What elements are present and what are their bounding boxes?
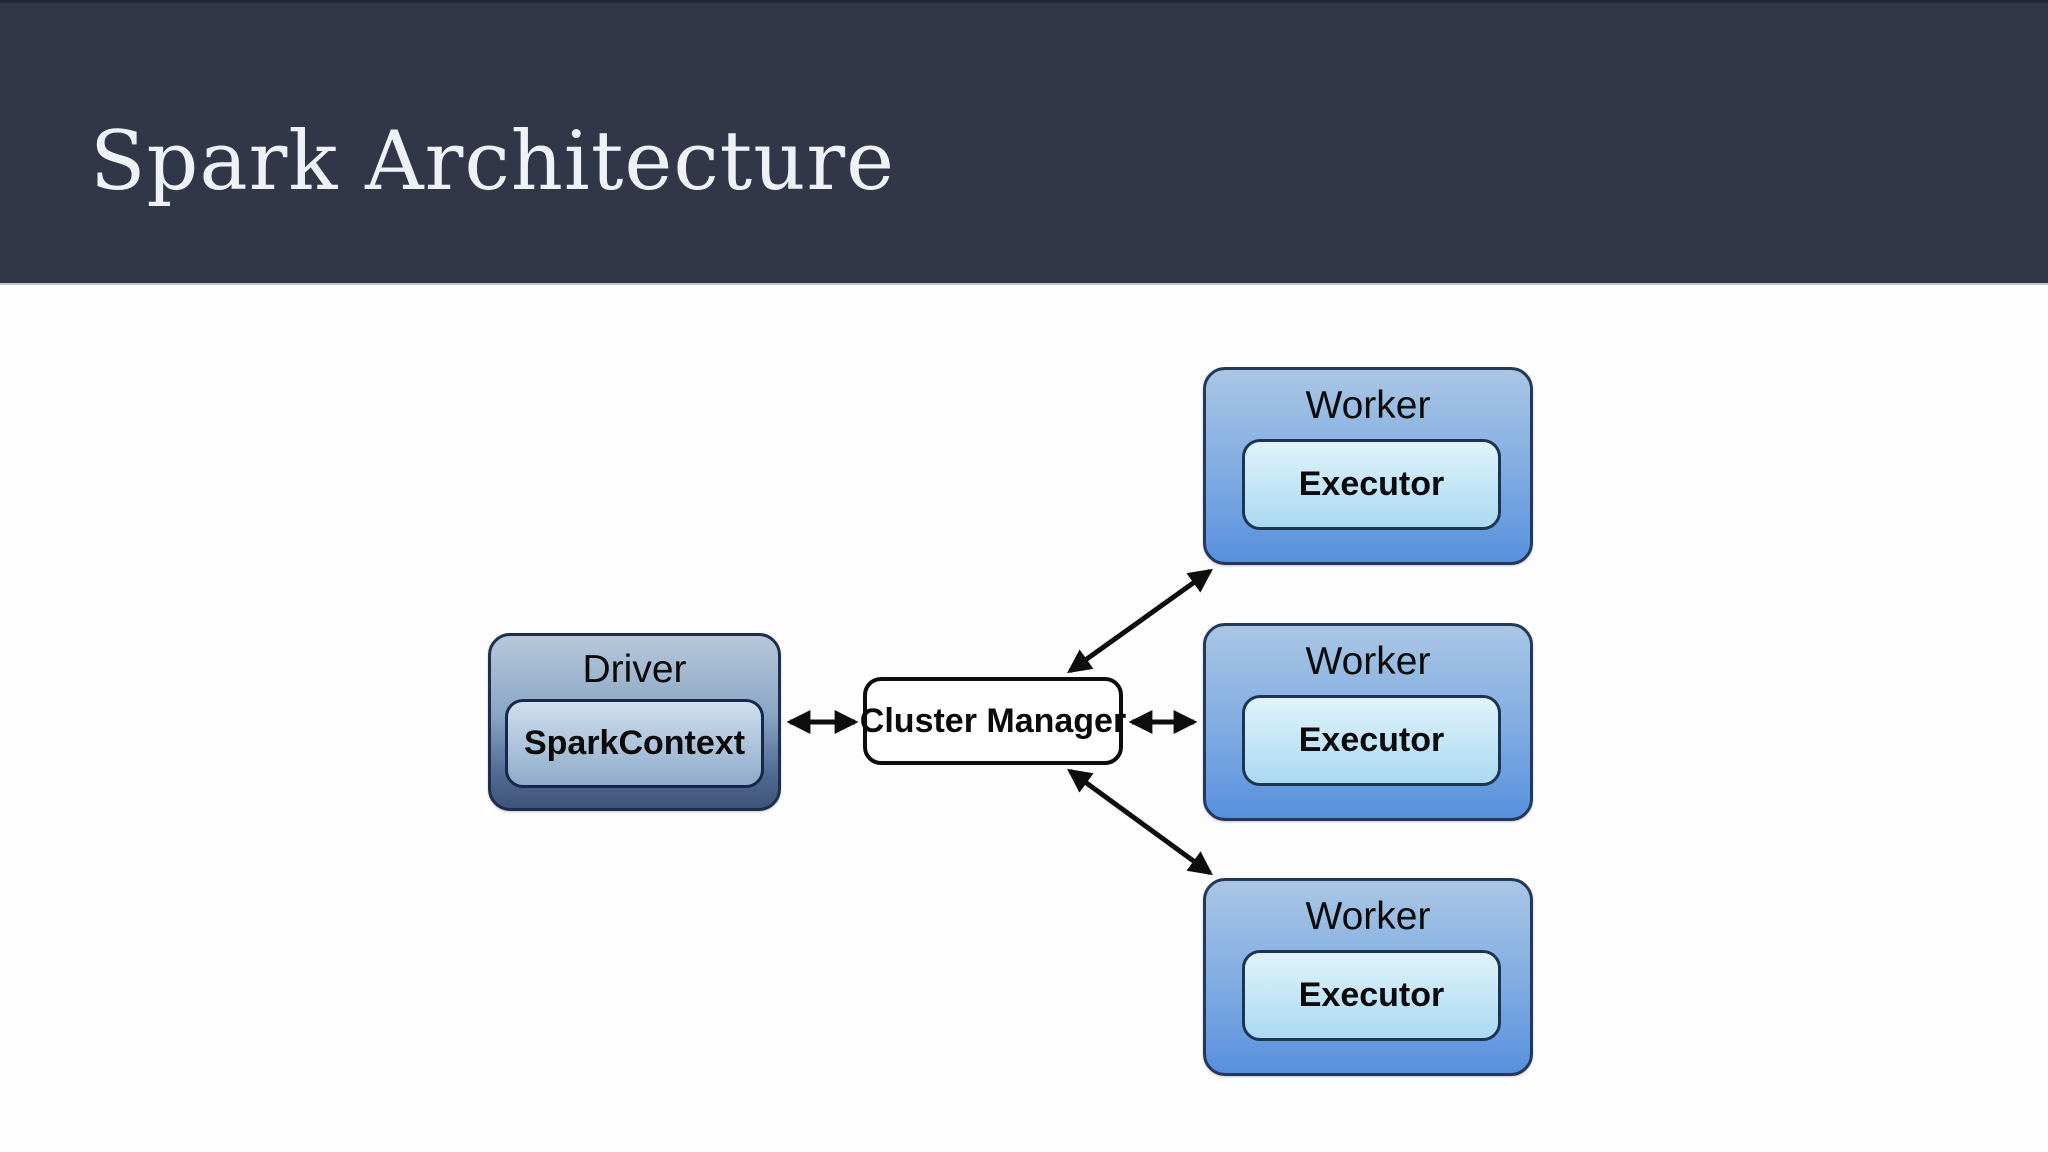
executor-label-1: Executor [1298, 465, 1445, 503]
driver-box: Driver SparkContext [488, 633, 781, 811]
executor-box-1: Executor [1242, 439, 1501, 530]
cluster-manager-label: Cluster Manager [859, 701, 1127, 740]
slide-header: Spark Architecture [0, 0, 2048, 285]
worker-box-3: Worker Executor [1203, 878, 1533, 1076]
sparkcontext-label: SparkContext [523, 724, 746, 762]
arrow-cluster-manager-worker-1 [1067, 568, 1213, 674]
arrow-cluster-manager-worker-3 [1067, 768, 1213, 876]
sparkcontext-box: SparkContext [505, 699, 764, 788]
executor-box-2: Executor [1242, 695, 1501, 786]
worker-box-1: Worker Executor [1203, 367, 1533, 565]
worker-box-2: Worker Executor [1203, 623, 1533, 821]
executor-label-3: Executor [1298, 976, 1445, 1014]
driver-label: Driver [582, 648, 687, 691]
worker-label-1: Worker [1305, 384, 1431, 427]
worker-label-3: Worker [1305, 895, 1431, 938]
architecture-diagram: Driver SparkContext Cluster Manager Work… [0, 287, 2048, 1152]
executor-box-3: Executor [1242, 950, 1501, 1041]
slide-title: Spark Architecture [90, 115, 896, 209]
cluster-manager-box: Cluster Manager [859, 677, 1127, 765]
executor-label-2: Executor [1298, 721, 1445, 759]
worker-label-2: Worker [1305, 640, 1431, 683]
